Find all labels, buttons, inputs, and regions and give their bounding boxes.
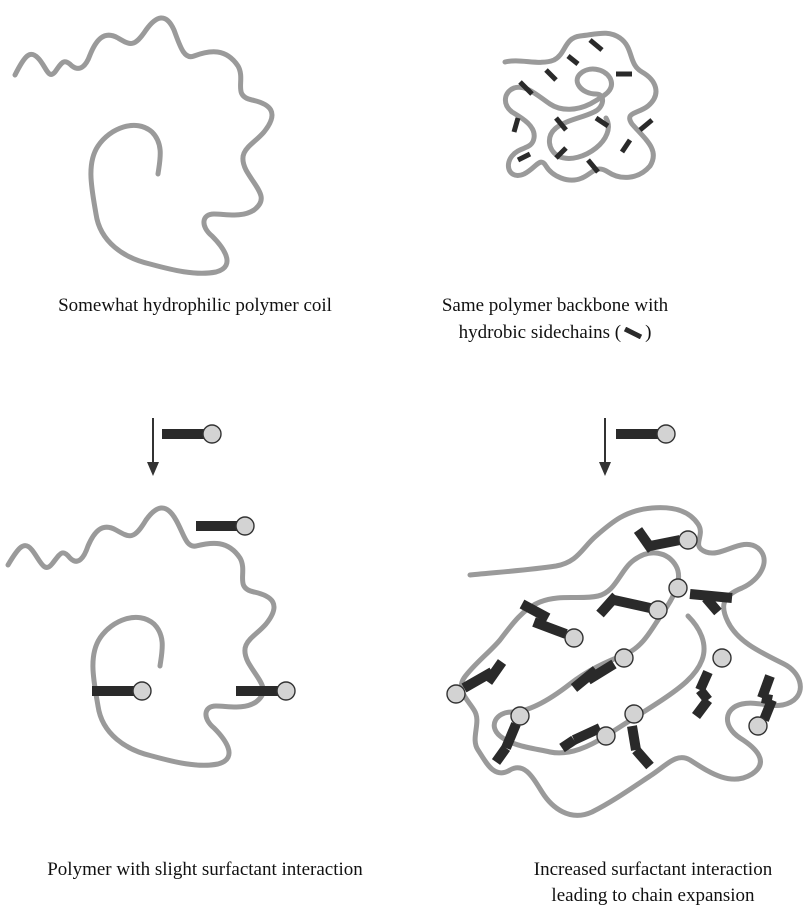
panel-coil bbox=[15, 18, 272, 273]
surfactant-tail bbox=[496, 748, 506, 762]
sidechain bbox=[514, 118, 518, 132]
surfactant-head bbox=[669, 579, 687, 597]
surfactant-tail bbox=[696, 700, 708, 716]
caption-line: leading to chain expansion bbox=[500, 884, 806, 908]
surfactant-head bbox=[277, 682, 295, 700]
caption-sidechains: Same polymer backbone with hydrobic side… bbox=[400, 294, 710, 345]
surfactant-head bbox=[625, 705, 643, 723]
caption-line: Same polymer backbone with bbox=[400, 294, 710, 318]
arrow-head bbox=[599, 462, 611, 476]
surfactant-head bbox=[679, 531, 697, 549]
sidechain-icon bbox=[621, 327, 645, 339]
caption-expansion: Increased surfactant interaction leading… bbox=[500, 858, 806, 908]
caption-line-2: hydrobic sidechains () bbox=[400, 321, 710, 345]
polymer-backbone bbox=[15, 18, 272, 273]
caption-slight: Polymer with slight surfactant interacti… bbox=[10, 858, 400, 882]
surfactant-tail bbox=[562, 740, 574, 748]
sidechain bbox=[640, 120, 652, 130]
surfactant-head bbox=[657, 425, 675, 443]
surfactant-head bbox=[447, 685, 465, 703]
surfactant-head bbox=[565, 629, 583, 647]
arrow-right bbox=[599, 418, 675, 476]
surfactant-tail bbox=[614, 600, 650, 608]
sidechain bbox=[590, 40, 602, 50]
surfactant-head bbox=[615, 649, 633, 667]
panel-slight bbox=[8, 508, 295, 765]
arrow-head bbox=[147, 462, 159, 476]
surfactant-head bbox=[749, 717, 767, 735]
caption-text: hydrobic sidechains ( bbox=[459, 322, 622, 343]
caption-text: ) bbox=[645, 322, 651, 343]
polymer-backbone bbox=[8, 508, 274, 765]
caption-line: Somewhat hydrophilic polymer coil bbox=[58, 295, 332, 316]
surfactant-head bbox=[713, 649, 731, 667]
sidechain bbox=[518, 154, 530, 160]
caption-line: Increased surfactant interaction bbox=[500, 858, 806, 882]
surfactant-head bbox=[133, 682, 151, 700]
surfactant-head bbox=[511, 707, 529, 725]
surfactant-tail bbox=[650, 540, 680, 546]
surfactant-tail bbox=[574, 728, 600, 740]
arrow-left bbox=[147, 418, 221, 476]
surfactant-head bbox=[236, 517, 254, 535]
sidechain bbox=[546, 70, 556, 80]
panel-sidechains bbox=[505, 33, 656, 180]
sidechain bbox=[622, 140, 630, 152]
panel-expansion bbox=[447, 508, 800, 816]
surfactant-tail bbox=[588, 664, 614, 680]
surfactant-head bbox=[649, 601, 667, 619]
surfactant-tail bbox=[636, 750, 650, 766]
surfactant-head bbox=[203, 425, 221, 443]
caption-coil: Somewhat hydrophilic polymer coil bbox=[0, 294, 390, 318]
surfactant-tail bbox=[632, 726, 636, 750]
surfactant-head bbox=[597, 727, 615, 745]
caption-line: Polymer with slight surfactant interacti… bbox=[47, 859, 363, 880]
surfactant-tail bbox=[534, 622, 566, 634]
sidechain bbox=[568, 56, 578, 64]
surfactant-tail bbox=[638, 530, 652, 550]
polymer-backbone bbox=[505, 33, 656, 180]
surfactant-tail bbox=[522, 604, 548, 618]
